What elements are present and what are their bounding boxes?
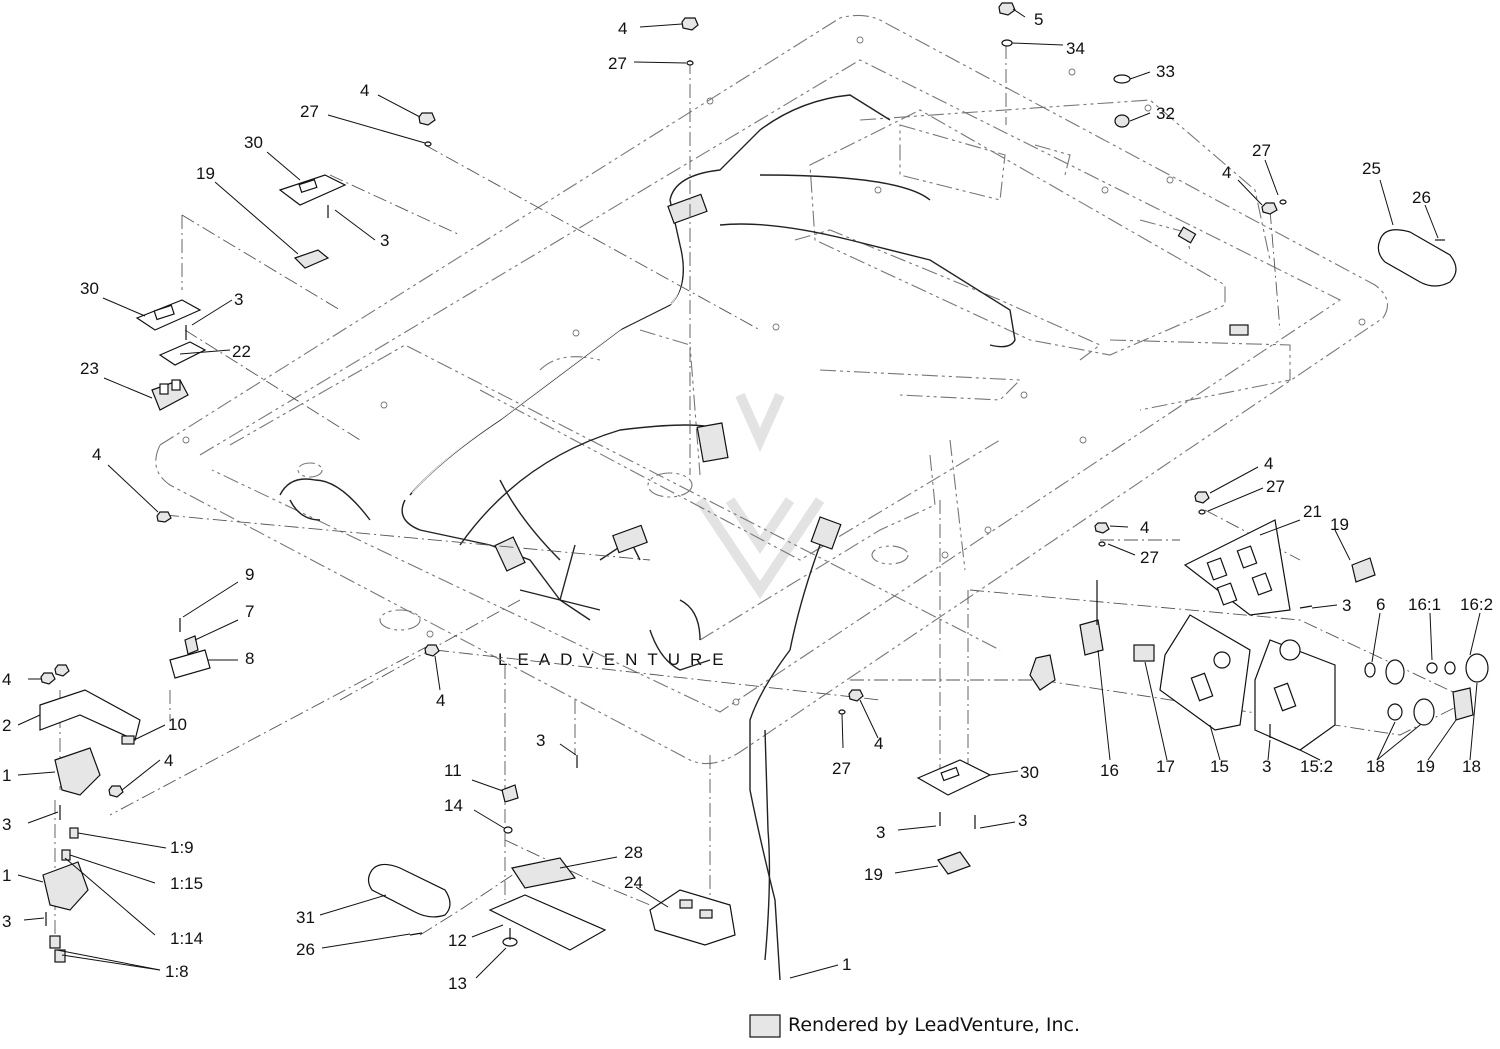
callout-23: 23 [80, 359, 99, 378]
callout-34: 34 [1066, 39, 1085, 58]
callout-leaders [17, 8, 1481, 979]
callout-3: 3 [536, 731, 545, 750]
callout-12: 12 [448, 931, 467, 950]
callout-4: 4 [92, 445, 101, 464]
callout-16: 16 [1100, 761, 1119, 780]
callout-4: 4 [360, 81, 369, 100]
callout-16-2: 16:2 [1460, 595, 1493, 614]
callout-27: 27 [608, 54, 627, 73]
callout-labels: 4 27 5 34 33 32 4 27 30 19 3 30 3 22 23 … [2, 10, 1493, 993]
callout-21: 21 [1303, 502, 1322, 521]
assembly-lines [54, 45, 1471, 945]
panel-holes [182, 36, 1366, 706]
callout-3: 3 [1262, 757, 1271, 776]
callout-19: 19 [864, 865, 883, 884]
callout-19: 19 [196, 164, 215, 183]
callout-27: 27 [832, 759, 851, 778]
callout-27: 27 [1140, 548, 1159, 567]
callout-16-1: 16:1 [1408, 595, 1441, 614]
callout-22: 22 [232, 342, 251, 361]
callout-19: 19 [1416, 757, 1435, 776]
watermark-logo [695, 392, 825, 600]
callout-11: 11 [444, 761, 462, 780]
callout-10: 10 [168, 715, 187, 734]
callout-1: 1 [2, 766, 11, 785]
callout-5: 5 [1034, 10, 1043, 29]
callout-26: 26 [1412, 188, 1431, 207]
callout-13: 13 [448, 974, 467, 993]
callout-33: 33 [1156, 62, 1175, 81]
callout-8: 8 [245, 649, 254, 668]
callout-15-2: 15:2 [1300, 757, 1333, 776]
callout-31: 31 [296, 908, 315, 927]
callout-4: 4 [1140, 518, 1149, 537]
callout-27: 27 [1252, 141, 1271, 160]
callout-3: 3 [380, 231, 389, 250]
callout-3: 3 [1018, 811, 1027, 830]
callout-1: 1 [842, 955, 851, 974]
callout-4: 4 [436, 691, 445, 710]
callout-4: 4 [1222, 163, 1231, 182]
callout-6: 6 [1376, 595, 1385, 614]
callout-1: 1 [2, 866, 11, 885]
callout-32: 32 [1156, 104, 1175, 123]
callout-25: 25 [1362, 159, 1381, 178]
callout-3: 3 [2, 912, 11, 931]
callout-30: 30 [244, 133, 263, 152]
callout-3: 3 [234, 290, 243, 309]
callout-30: 30 [80, 279, 99, 298]
callout-4: 4 [618, 19, 627, 38]
callout-4: 4 [1264, 454, 1273, 473]
callout-9: 9 [245, 565, 254, 584]
callout-15: 15 [1210, 757, 1229, 776]
callout-3: 3 [876, 823, 885, 842]
callout-19: 19 [1330, 515, 1349, 534]
callout-2: 2 [2, 716, 11, 735]
callout-1-14: 1:14 [170, 929, 203, 948]
storage-bay [809, 109, 1226, 356]
callout-4: 4 [2, 670, 11, 689]
callout-1-15: 1:15 [170, 874, 203, 893]
watermark-text: LEADVENTURE [498, 650, 734, 669]
callout-1-9: 1:9 [170, 838, 194, 857]
callout-14: 14 [444, 796, 463, 815]
wire-harness [279, 92, 1249, 1038]
callout-30: 30 [1020, 763, 1039, 782]
callout-26: 26 [296, 940, 315, 959]
callout-18: 18 [1366, 757, 1385, 776]
callout-4: 4 [874, 734, 883, 753]
render-credit: Rendered by LeadVenture, Inc. [788, 1014, 1081, 1036]
callout-24: 24 [624, 873, 643, 892]
callout-7: 7 [245, 602, 254, 621]
callout-27: 27 [300, 102, 319, 121]
callout-1-8: 1:8 [165, 962, 189, 981]
callout-4: 4 [164, 751, 173, 770]
dash-panel-outline [155, 14, 1389, 765]
callout-27: 27 [1266, 477, 1285, 496]
callout-3: 3 [1342, 596, 1351, 615]
callout-28: 28 [624, 843, 643, 862]
callout-17: 17 [1156, 757, 1175, 776]
callout-18: 18 [1462, 757, 1481, 776]
parts [39, 2, 1489, 963]
callout-3: 3 [2, 815, 11, 834]
